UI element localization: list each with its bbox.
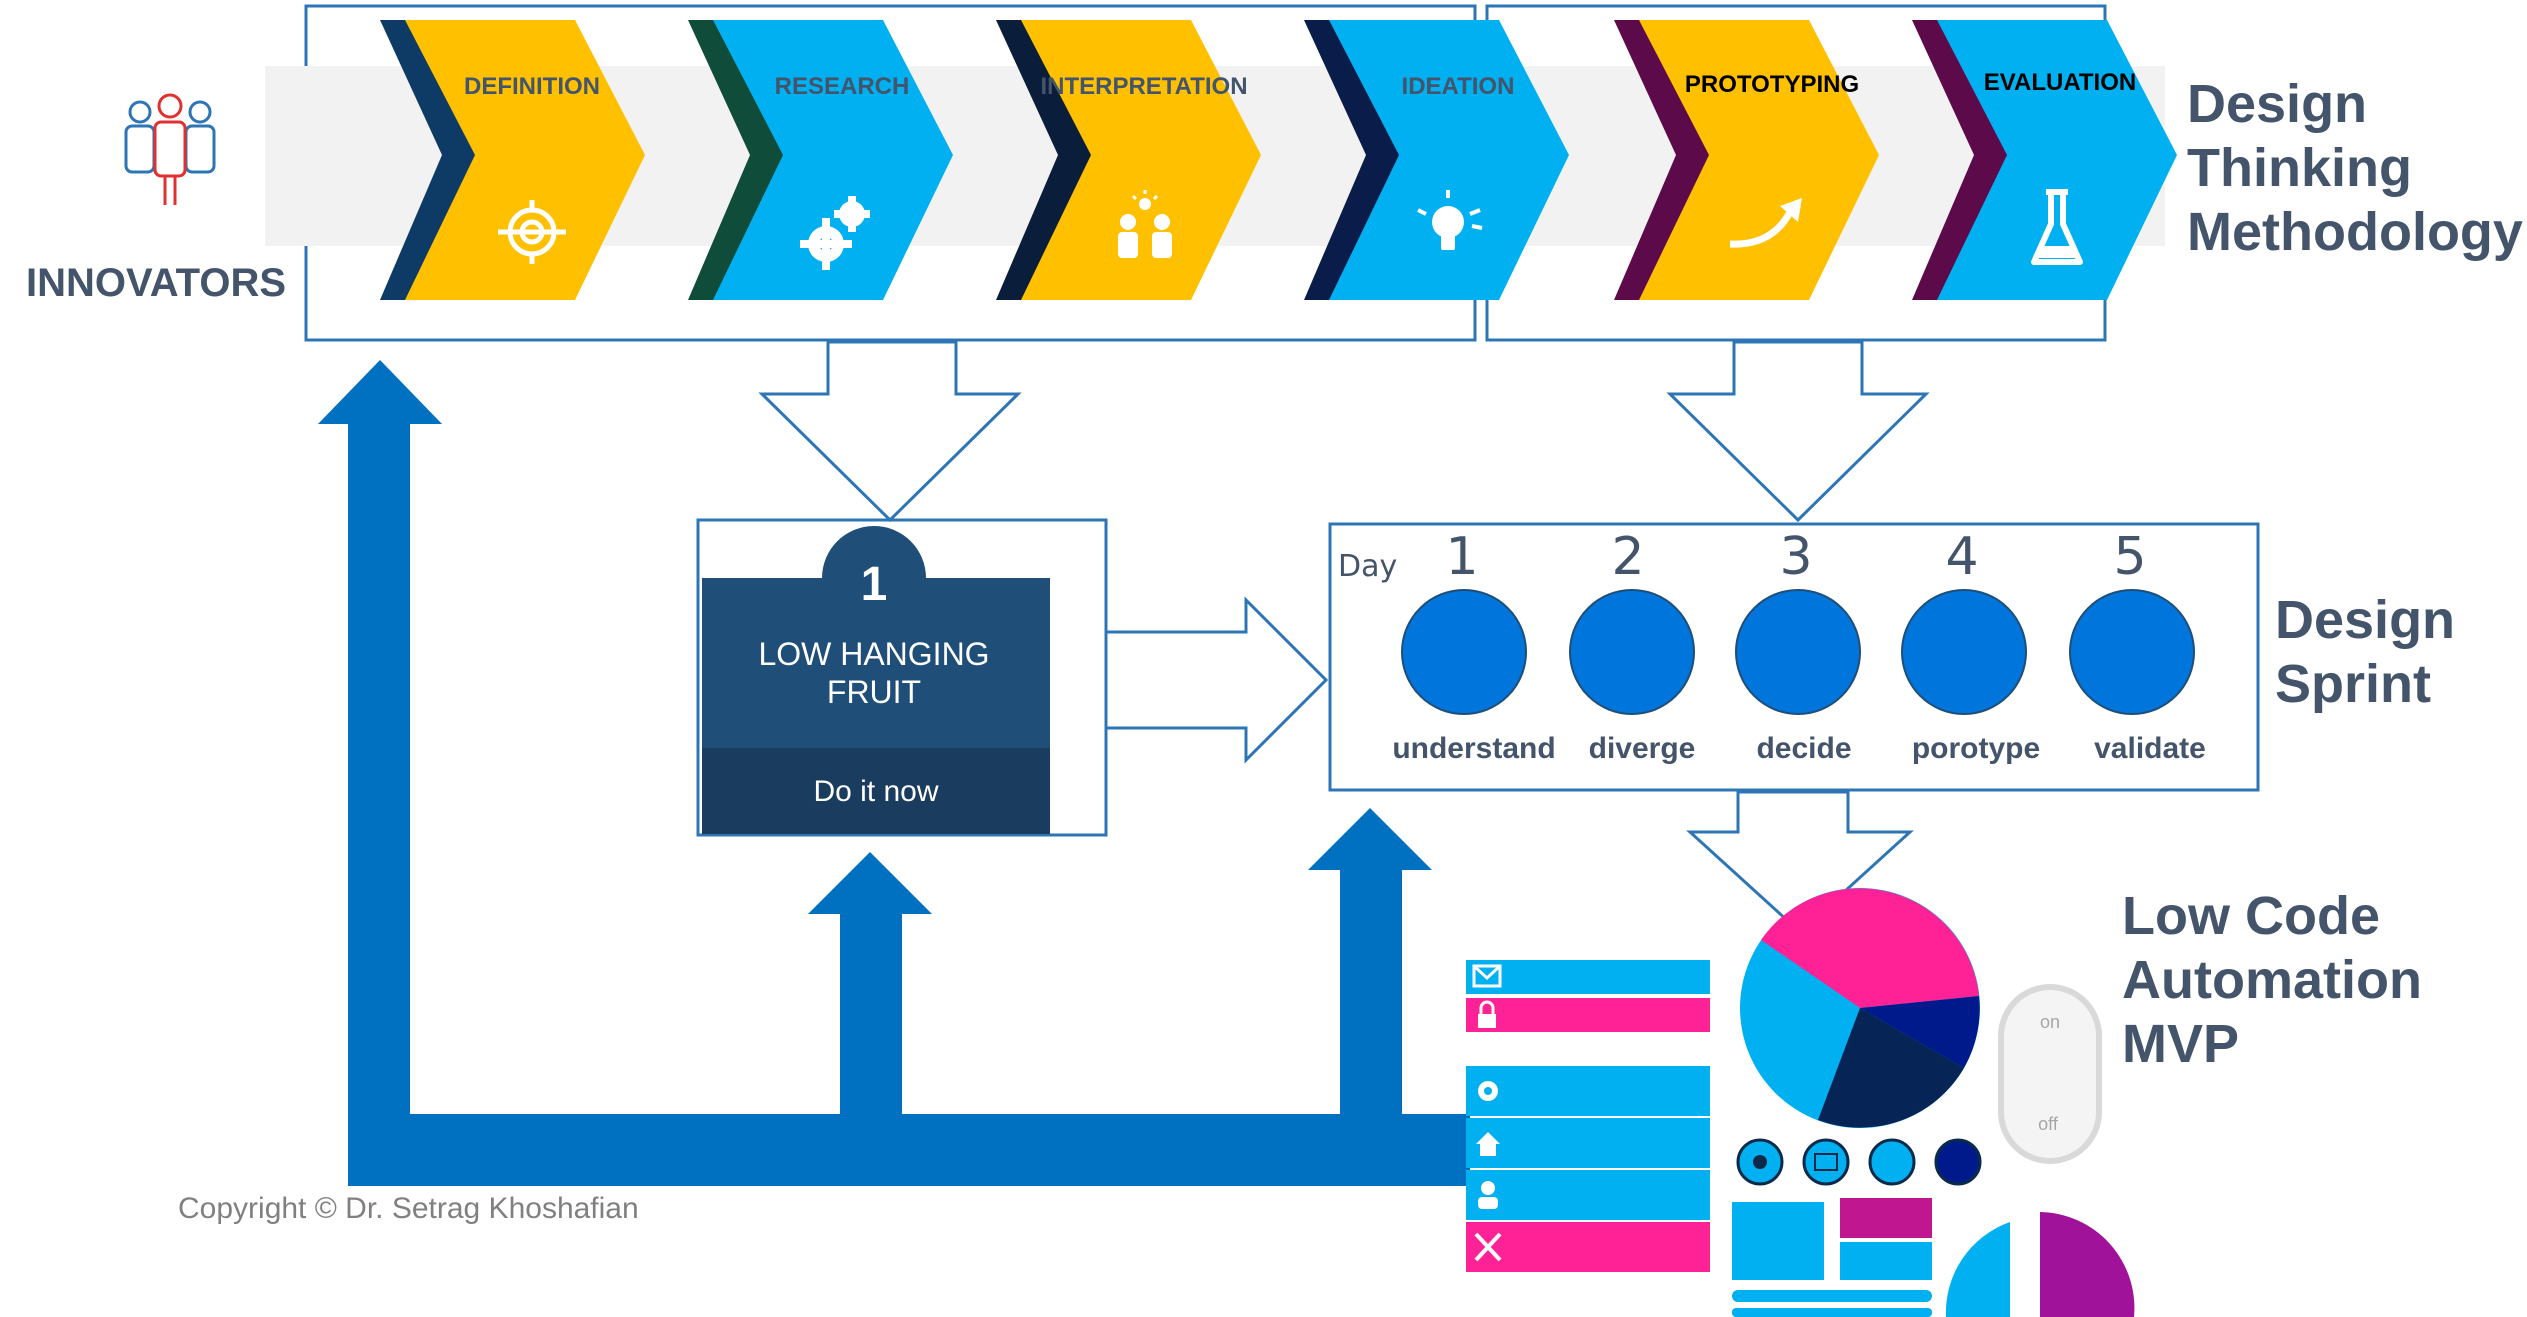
day-label: Day xyxy=(1338,549,1397,584)
widget-row-mail xyxy=(1466,960,1710,994)
methodology-title-line: Methodology xyxy=(2187,202,2523,262)
low-hanging-fruit-card: 1 LOW HANGING FRUIT Do it now xyxy=(696,518,1108,837)
step-prototyping: PROTOTYPING xyxy=(1614,20,1879,300)
widget-row-lock xyxy=(1466,998,1710,1032)
lock-icon xyxy=(1478,1000,1496,1028)
user-icon xyxy=(1478,1181,1498,1209)
step-research: RESEARCH xyxy=(688,20,953,300)
tools-icon xyxy=(1474,1232,1502,1262)
copyright-text: Copyright © Dr. Setrag Khoshafian xyxy=(178,1192,639,1225)
flask-icon xyxy=(2031,189,2083,265)
day-label-text: decide xyxy=(1756,732,1851,765)
day-number: 1 xyxy=(1445,527,1478,587)
pie-widget xyxy=(1740,888,1980,1128)
widget-bar xyxy=(1732,1308,1932,1317)
card-title-line: FRUIT xyxy=(827,674,921,710)
card-number: 1 xyxy=(861,558,888,611)
toggle-switch: on off xyxy=(1998,984,2102,1164)
widget-row-home xyxy=(1466,1118,1710,1168)
day-label-text: porotype xyxy=(1912,732,2040,765)
step-evaluation: EVALUATION xyxy=(1912,20,2177,300)
day-number: 2 xyxy=(1611,527,1644,587)
day-label-text: validate xyxy=(2094,732,2206,765)
step-interpretation: INTERPRETATION xyxy=(996,20,1261,300)
widget-bar xyxy=(1732,1290,1932,1302)
methodology-title: Design Thinking Methodology xyxy=(2187,74,2523,262)
step-definition: DEFINITION xyxy=(380,20,645,300)
card-footer xyxy=(702,748,1050,834)
down-arrow-left xyxy=(758,340,1022,523)
step-label: EVALUATION xyxy=(1984,69,2136,96)
gears-icon xyxy=(800,196,870,270)
day-circle xyxy=(1569,589,1695,715)
dark-round-button xyxy=(1934,1138,1982,1186)
step-label: IDEATION xyxy=(1402,73,1515,100)
down-arrow-right xyxy=(1666,340,1930,523)
gear-icon xyxy=(1478,1081,1498,1101)
right-arrow xyxy=(1104,596,1329,764)
sprint-day: 1 understand xyxy=(1392,527,1555,765)
day-number: 4 xyxy=(1945,527,1978,587)
toggle-off-label: off xyxy=(2038,1114,2059,1134)
curved-arrow-icon xyxy=(1729,198,1802,248)
day-number: 3 xyxy=(1779,527,1812,587)
day-number: 5 xyxy=(2113,527,2146,587)
innovators-icon xyxy=(124,93,216,205)
feedback-arrow-mid xyxy=(808,852,932,1116)
mail-round-button xyxy=(1802,1138,1850,1186)
widget-row-tools xyxy=(1466,1222,1710,1272)
pie-widget-small xyxy=(1945,1212,2135,1317)
methodology-title-line: Design xyxy=(2187,74,2367,134)
card-body xyxy=(702,578,1050,748)
lowcode-title-line: MVP xyxy=(2122,1014,2239,1074)
innovators-label: INNOVATORS xyxy=(26,261,286,305)
design-thinking-band: DEFINITION RESEARCH INTERPRETATION xyxy=(265,4,2177,342)
low-code-widgets: on off xyxy=(1466,888,2135,1317)
sprint-title-line: Design xyxy=(2275,590,2455,650)
feedback-arrow-right xyxy=(1308,808,1432,1116)
day-label-text: diverge xyxy=(1589,732,1696,765)
step-ideation: IDEATION xyxy=(1304,20,1569,300)
card-title-line: LOW HANGING xyxy=(758,636,989,672)
step-label: RESEARCH xyxy=(775,73,910,100)
widget-tile xyxy=(1732,1202,1824,1280)
round-buttons xyxy=(1736,1138,1982,1186)
mail-icon xyxy=(1472,964,1502,988)
sprint-day: 5 validate xyxy=(2069,527,2206,765)
day-circle xyxy=(1735,589,1861,715)
widget-row-settings xyxy=(1466,1066,1710,1116)
day-circle xyxy=(1401,589,1527,715)
card-tab xyxy=(822,526,926,578)
methodology-title-line: Thinking xyxy=(2187,138,2412,198)
widget-tile-top xyxy=(1840,1198,1932,1238)
widget-row-user xyxy=(1466,1170,1710,1220)
lowcode-title-line: Low Code xyxy=(2122,886,2380,946)
feedback-arrow xyxy=(318,360,1470,1186)
sprint-day: 2 diverge xyxy=(1569,527,1696,765)
widget-tile-bottom xyxy=(1840,1242,1932,1280)
step-label: INTERPRETATION xyxy=(1040,73,1247,100)
blank-round-button xyxy=(1868,1138,1916,1186)
sprint-day: 3 decide xyxy=(1735,527,1861,765)
down-arrow-sprint xyxy=(1686,790,1914,935)
day-label-text: understand xyxy=(1392,732,1555,765)
target-icon xyxy=(498,200,566,264)
step-label: PROTOTYPING xyxy=(1685,71,1859,98)
sprint-frame xyxy=(1328,522,2260,792)
lightbulb-icon xyxy=(1417,190,1483,250)
people-idea-icon xyxy=(1118,190,1172,258)
design-sprint-panel: Day 1 understand 2 diverge 3 decide 4 po… xyxy=(1328,522,2260,792)
day-circle xyxy=(1901,589,2027,715)
sprint-title-line: Sprint xyxy=(2275,654,2431,714)
day-circle xyxy=(2069,589,2195,715)
home-icon xyxy=(1476,1132,1500,1156)
step-label: DEFINITION xyxy=(464,73,600,100)
lowcode-title-line: Automation xyxy=(2122,950,2422,1010)
toggle-on-label: on xyxy=(2040,1012,2060,1032)
sprint-day: 4 porotype xyxy=(1901,527,2040,765)
do-it-now-label: Do it now xyxy=(813,775,938,808)
